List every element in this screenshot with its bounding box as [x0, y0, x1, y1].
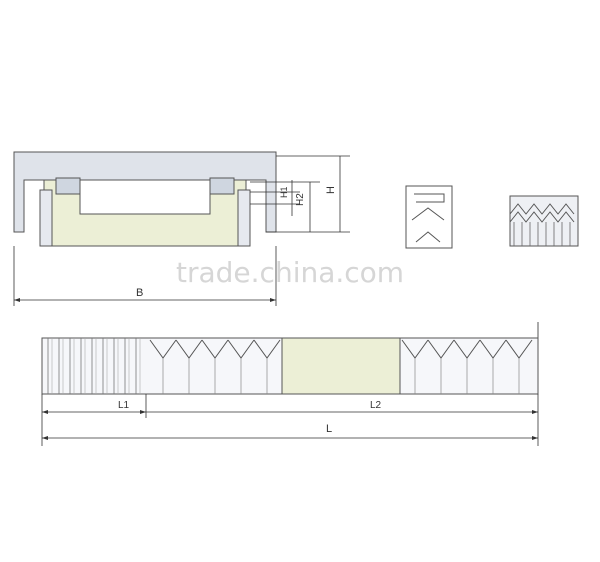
- label-L: L: [326, 423, 332, 435]
- fold-profile-detail: [405, 185, 453, 249]
- pleat-stack-detail: [509, 195, 579, 247]
- watermark: trade.china.com: [176, 256, 404, 289]
- center-plate: [281, 337, 401, 395]
- outer-frame: [13, 151, 277, 233]
- side-wall-left: [39, 189, 53, 247]
- v-folds-left: [149, 339, 281, 394]
- label-L2: L2: [370, 400, 382, 411]
- rail-block-right: [209, 177, 235, 195]
- label-L1: L1: [118, 400, 130, 411]
- width-dimension: B: [13, 246, 277, 306]
- rail-block-left: [55, 177, 81, 195]
- label-H1: H1: [279, 186, 289, 198]
- v-folds-right: [401, 339, 533, 394]
- compressed-pleats: [47, 338, 141, 394]
- side-view: [41, 322, 539, 395]
- label-H: H: [325, 186, 337, 194]
- height-dimensions: H H2 H1: [250, 155, 350, 233]
- label-H2: H2: [295, 193, 306, 206]
- side-wall-right: [237, 189, 251, 247]
- label-B: B: [136, 287, 143, 299]
- cross-section-view: [13, 151, 277, 247]
- length-dimensions: L1 L2 L: [41, 394, 539, 446]
- rail-slot: [79, 179, 211, 215]
